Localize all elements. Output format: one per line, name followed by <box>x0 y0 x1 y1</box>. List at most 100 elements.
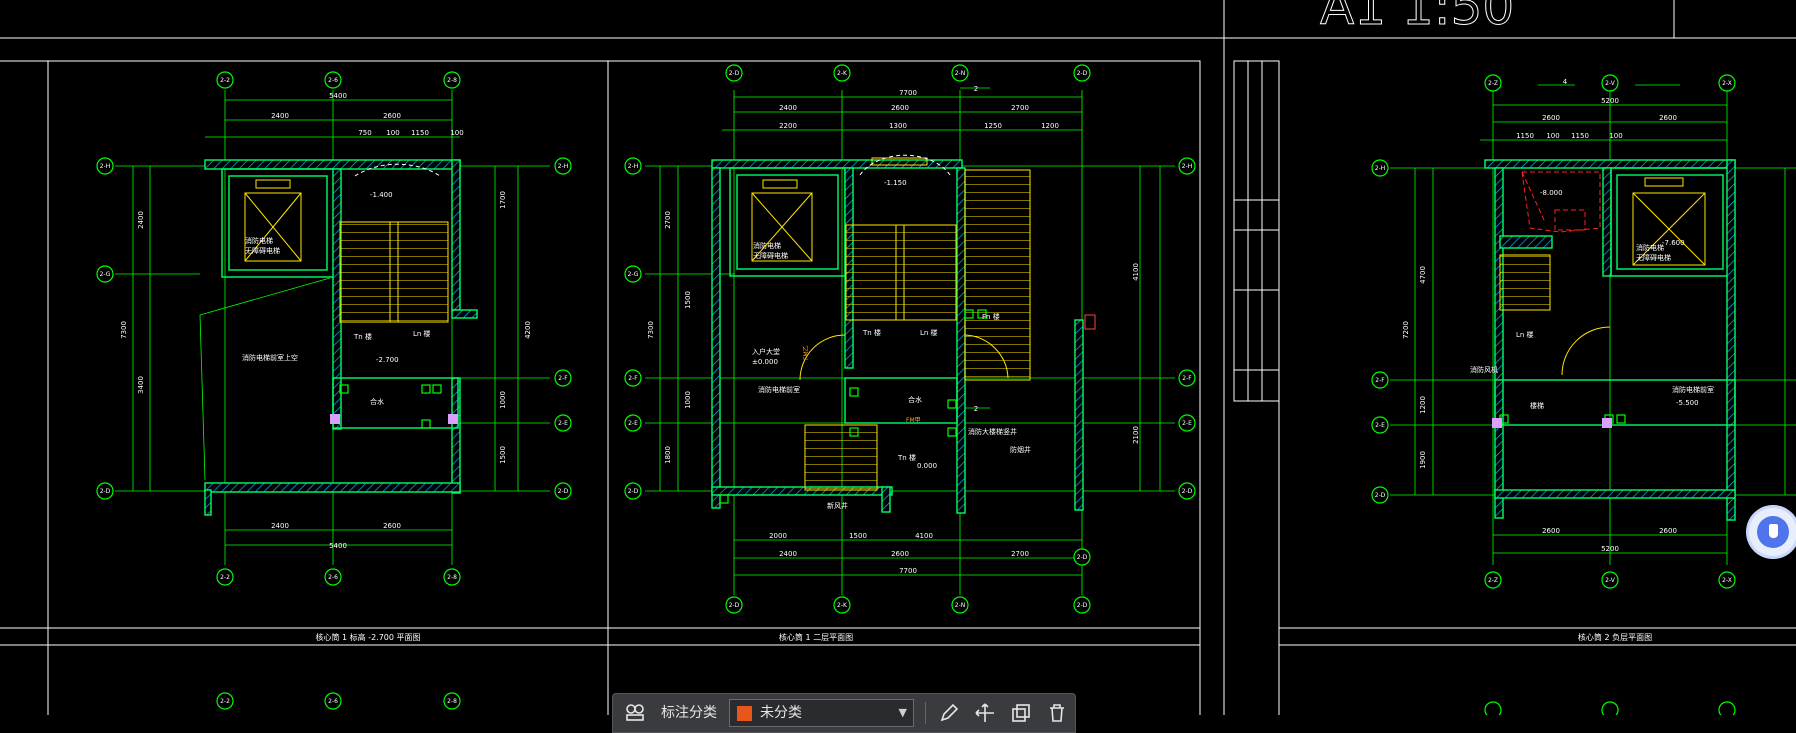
room-label: Ln 楼 <box>920 328 938 337</box>
room-label: 消防电梯 <box>245 236 273 245</box>
axis-label: 2-H <box>1182 163 1193 170</box>
category-color-swatch <box>737 706 752 721</box>
room-label: 消防电梯 <box>753 241 781 250</box>
axis-label: 2-E <box>628 420 638 427</box>
axis-label: 2-2 <box>220 574 230 581</box>
edit-icon[interactable] <box>939 703 959 723</box>
dimension-text: 1150 <box>411 129 429 137</box>
clip-icon <box>1757 516 1789 548</box>
room-label: 楼梯 <box>1530 401 1544 410</box>
dimension-text: 3400 <box>137 376 145 394</box>
axis-label: 2-D <box>100 488 111 495</box>
axis-label: 2-D <box>1077 602 1088 609</box>
dimension-text: 1150 <box>1571 132 1589 140</box>
axis-label: 2-X <box>1722 80 1732 87</box>
axis-label: 2-V <box>1605 80 1616 87</box>
axis-label: 2-N <box>955 602 965 609</box>
annotation-toolbar: 标注分类 未分类 ▼ <box>612 693 1076 733</box>
axis-label: 2-X <box>1722 577 1732 584</box>
axis-label: 2-8 <box>447 698 457 705</box>
axis-label: 2-D <box>558 488 569 495</box>
dimension-text: 2600 <box>1659 114 1677 122</box>
dimension-text: 100 <box>386 129 399 137</box>
dimension-text: 2400 <box>779 550 797 558</box>
axis-label: 2-D <box>1375 492 1386 499</box>
axis-label: 2-Z <box>1488 577 1498 584</box>
room-label: 防烟井 <box>1010 445 1031 454</box>
axis-label: 2-H <box>1375 165 1386 172</box>
room-label: Tn 楼 <box>897 453 916 462</box>
dimension-text: 100 <box>450 129 463 137</box>
axis-label: 2-F <box>628 375 638 382</box>
toolbar-divider <box>925 702 926 724</box>
axis-label: 2-D <box>1182 488 1193 495</box>
dimension-text: 2100 <box>1132 426 1140 444</box>
room-label: 消防风机 <box>1470 365 1498 374</box>
room-label: ±0.000 <box>752 358 778 366</box>
axis-label: 2-6 <box>328 698 338 705</box>
door-label: FM甲 <box>906 417 921 424</box>
axis-label: 2-2 <box>220 698 230 705</box>
axis-label: 2-8 <box>447 77 457 84</box>
plan-left[interactable]: 2-2 2-6 2-8 2-2 2-6 2-8 2-H 2-G 2-D 2-H … <box>96 71 572 710</box>
room-label: -2.700 <box>376 356 399 364</box>
axis-label: 2-G <box>100 271 111 278</box>
axis-label: 2-K <box>837 70 848 77</box>
dimension-text: 1500 <box>499 446 507 464</box>
dimension-text: 2200 <box>779 122 797 130</box>
move-icon[interactable] <box>975 703 995 723</box>
room-label: 0.000 <box>917 462 937 470</box>
dimension-text: 100 <box>1546 132 1559 140</box>
dimension-text: 2600 <box>1659 527 1677 535</box>
room-label: Ln 楼 <box>413 329 431 338</box>
delete-icon[interactable] <box>1047 703 1067 723</box>
category-select[interactable]: 未分类 ▼ <box>729 699 914 727</box>
drawing-scale-label: A1 1:50 <box>1320 0 1514 36</box>
dimension-text: 1500 <box>849 532 867 540</box>
axis-label: 2-E <box>558 420 568 427</box>
room-label: -5.500 <box>1676 399 1699 407</box>
plan-middle[interactable]: 2-D 2-K 2-N 2-D 2-D 2-K 2-N 2-D 2-H 2-G … <box>624 64 1196 642</box>
dimension-text: 1250 <box>984 122 1002 130</box>
assist-floating-button[interactable] <box>1749 508 1796 556</box>
dimension-text: 2600 <box>891 104 909 112</box>
dimension-text: 4100 <box>1132 263 1140 281</box>
axis-label: 2-G <box>628 271 639 278</box>
plan-caption: 核心筒 2 负层平面图 <box>1578 632 1652 642</box>
axis-label: 2-F <box>1375 377 1385 384</box>
axis-label: 2-K <box>837 602 848 609</box>
dimension-text: 1900 <box>1419 451 1427 469</box>
room-label: 入户大堂 <box>752 347 780 356</box>
copy-icon[interactable] <box>1011 703 1031 723</box>
room-label: Tn 楼 <box>353 332 372 341</box>
room-label: 无障碍电梯 <box>1636 253 1671 262</box>
dimension-text: 7200 <box>1402 321 1410 339</box>
dimension-text: 100 <box>1609 132 1622 140</box>
dimension-text: 2400 <box>271 522 289 530</box>
filter-icon[interactable] <box>625 703 645 723</box>
plan-caption: 核心筒 1 标高 -2.700 平面图 <box>315 632 420 642</box>
axis-label: 2-D <box>729 602 740 609</box>
dimension-text: 2400 <box>779 104 797 112</box>
room-label: -8.000 <box>1540 189 1563 197</box>
dimension-text: 1500 <box>684 291 692 309</box>
axis-label: 2-2 <box>220 77 230 84</box>
room-label: 消防大楼梯竖井 <box>968 427 1017 436</box>
axis-label: 2-D <box>729 70 740 77</box>
dimension-text: 2000 <box>769 532 787 540</box>
axis-label: 2-F <box>1182 375 1192 382</box>
room-label: 消防电梯前室 <box>1672 385 1714 394</box>
dimension-text: 2400 <box>271 112 289 120</box>
dimension-text: 2600 <box>1542 527 1560 535</box>
dimension-text: 2600 <box>383 112 401 120</box>
room-label: -1.400 <box>370 191 393 199</box>
dimension-text: 5400 <box>329 542 347 550</box>
dimension-text: 1200 <box>1041 122 1059 130</box>
plan-right[interactable]: 2-Z 2-V 2-X 2-Z 2-V 2-X 2-H 2-F 2-E 2-D … <box>1371 74 1796 715</box>
dimension-text: 1000 <box>499 391 507 409</box>
dimension-text: 7700 <box>899 567 917 575</box>
cad-drawing-canvas[interactable]: A1 1:50 <box>0 0 1796 715</box>
room-label: Ln 楼 <box>1516 330 1534 339</box>
dimension-text: 2600 <box>1542 114 1560 122</box>
dimension-text: 7300 <box>647 321 655 339</box>
